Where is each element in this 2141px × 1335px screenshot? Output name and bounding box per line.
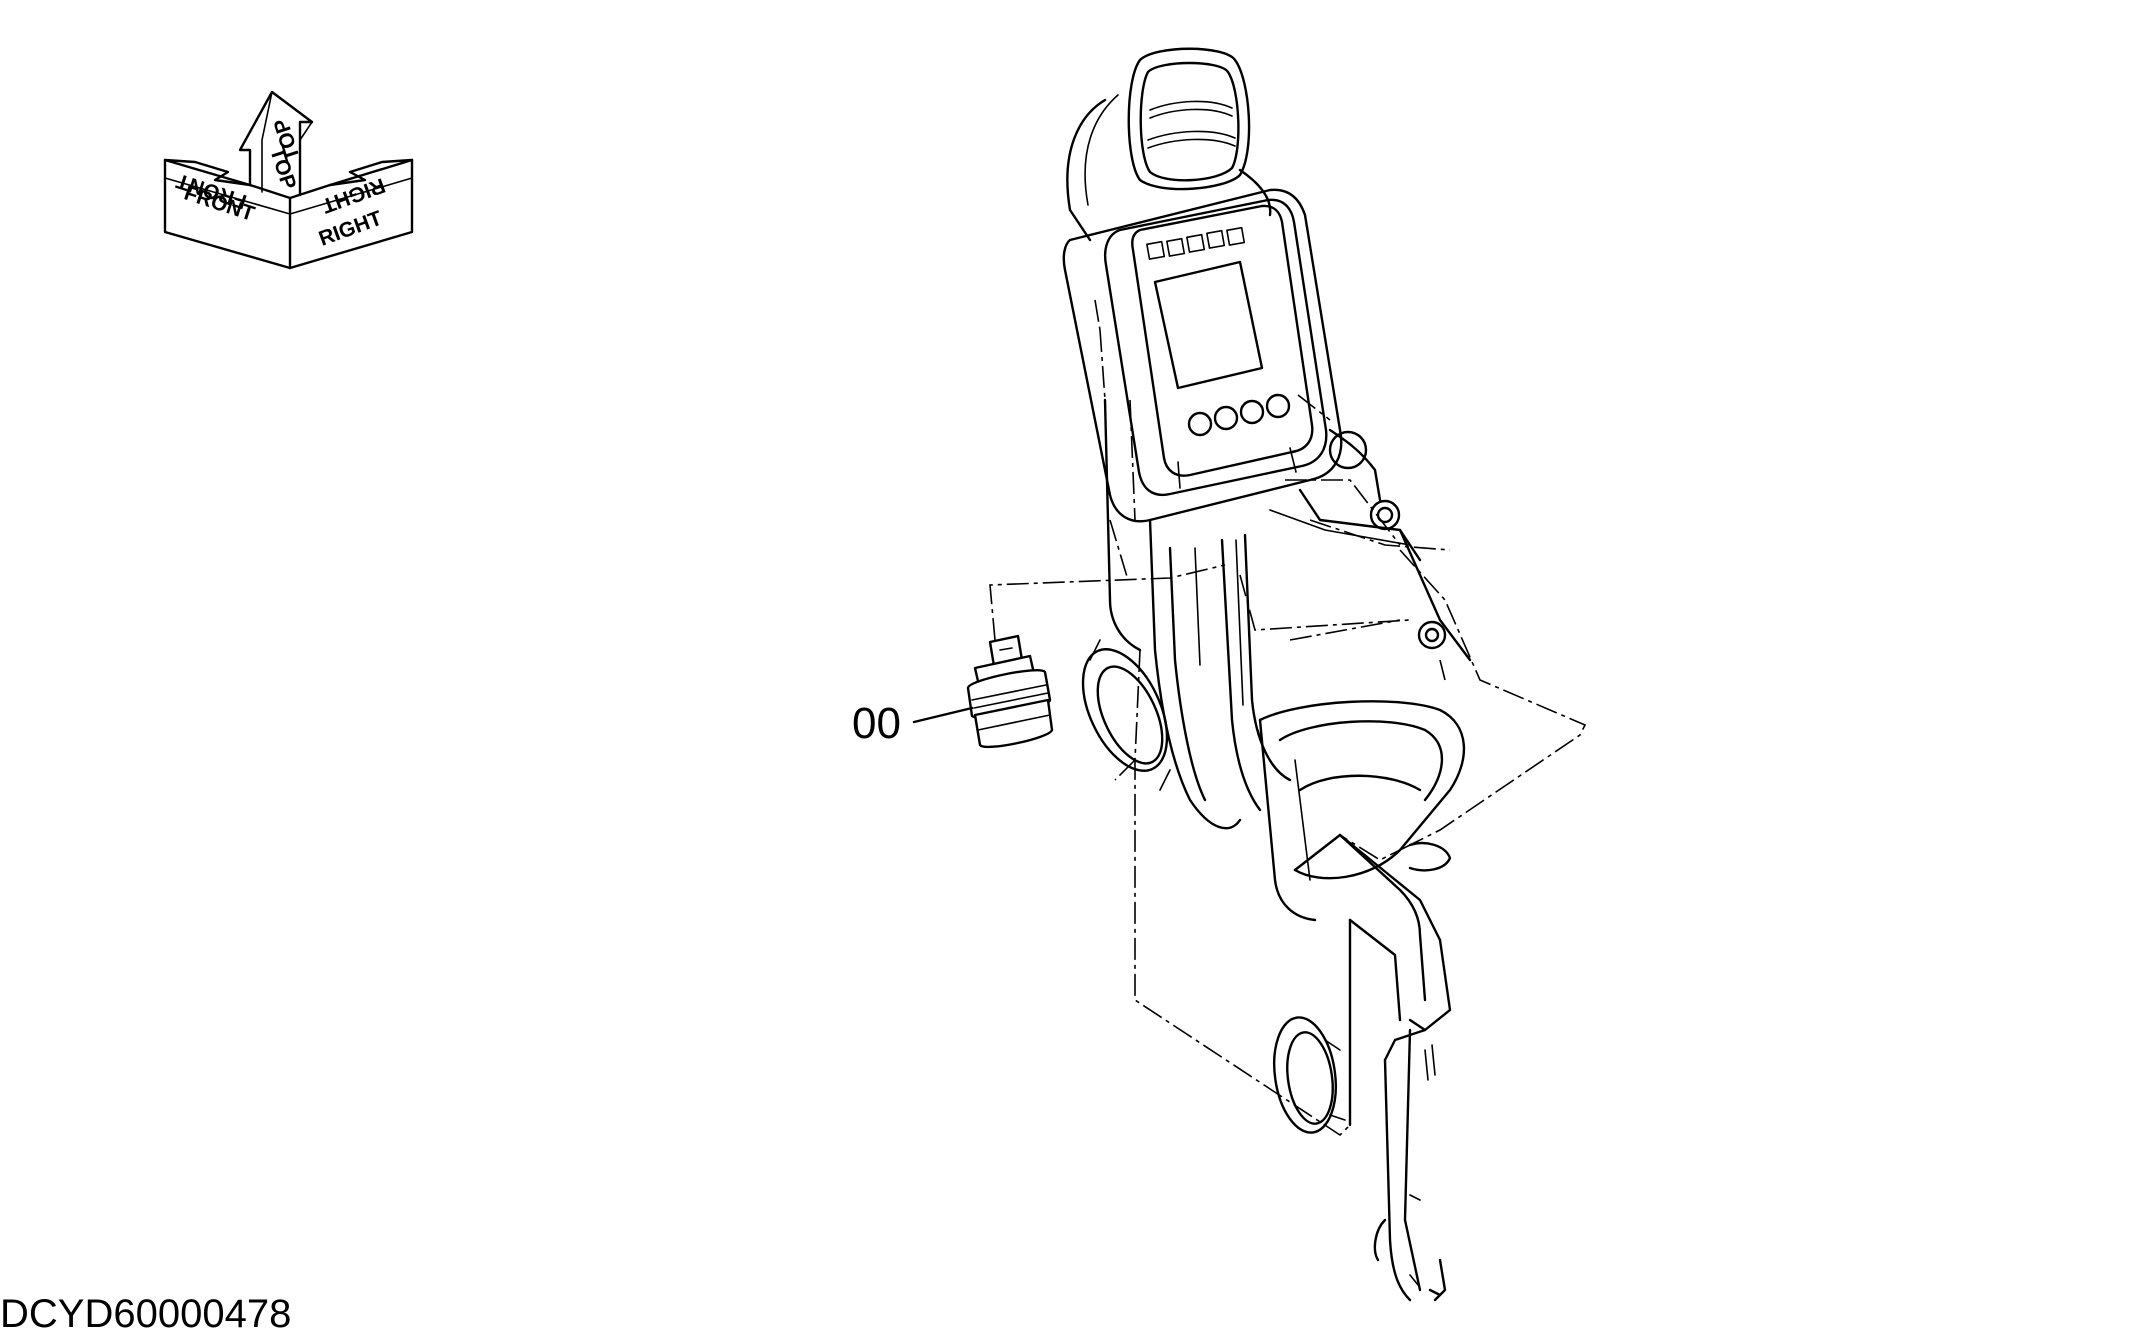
column-body (1103, 398, 1292, 830)
indicator-lamps (1146, 226, 1246, 260)
side-bracket (1269, 428, 1472, 662)
phantom-outline (1094, 299, 1587, 1137)
control-console (1062, 47, 1587, 1302)
part-00 (966, 564, 1226, 749)
display-buttons (1187, 393, 1291, 437)
orientation-indicator: FRONT FRONT TOP TOP RIGHT RIGHT (163, 90, 414, 270)
callout-00: 00 (852, 699, 901, 748)
cup-holder (1258, 700, 1466, 922)
lower-arm (1293, 833, 1452, 1302)
callout-leader-00 (912, 706, 974, 724)
joystick-head (1066, 47, 1272, 242)
display-screen (1153, 260, 1264, 390)
drawing-code: DCYD60000478 (0, 1292, 291, 1335)
side-knob (1081, 639, 1171, 791)
display-housing (1062, 188, 1343, 523)
lower-knob (1273, 1016, 1346, 1134)
